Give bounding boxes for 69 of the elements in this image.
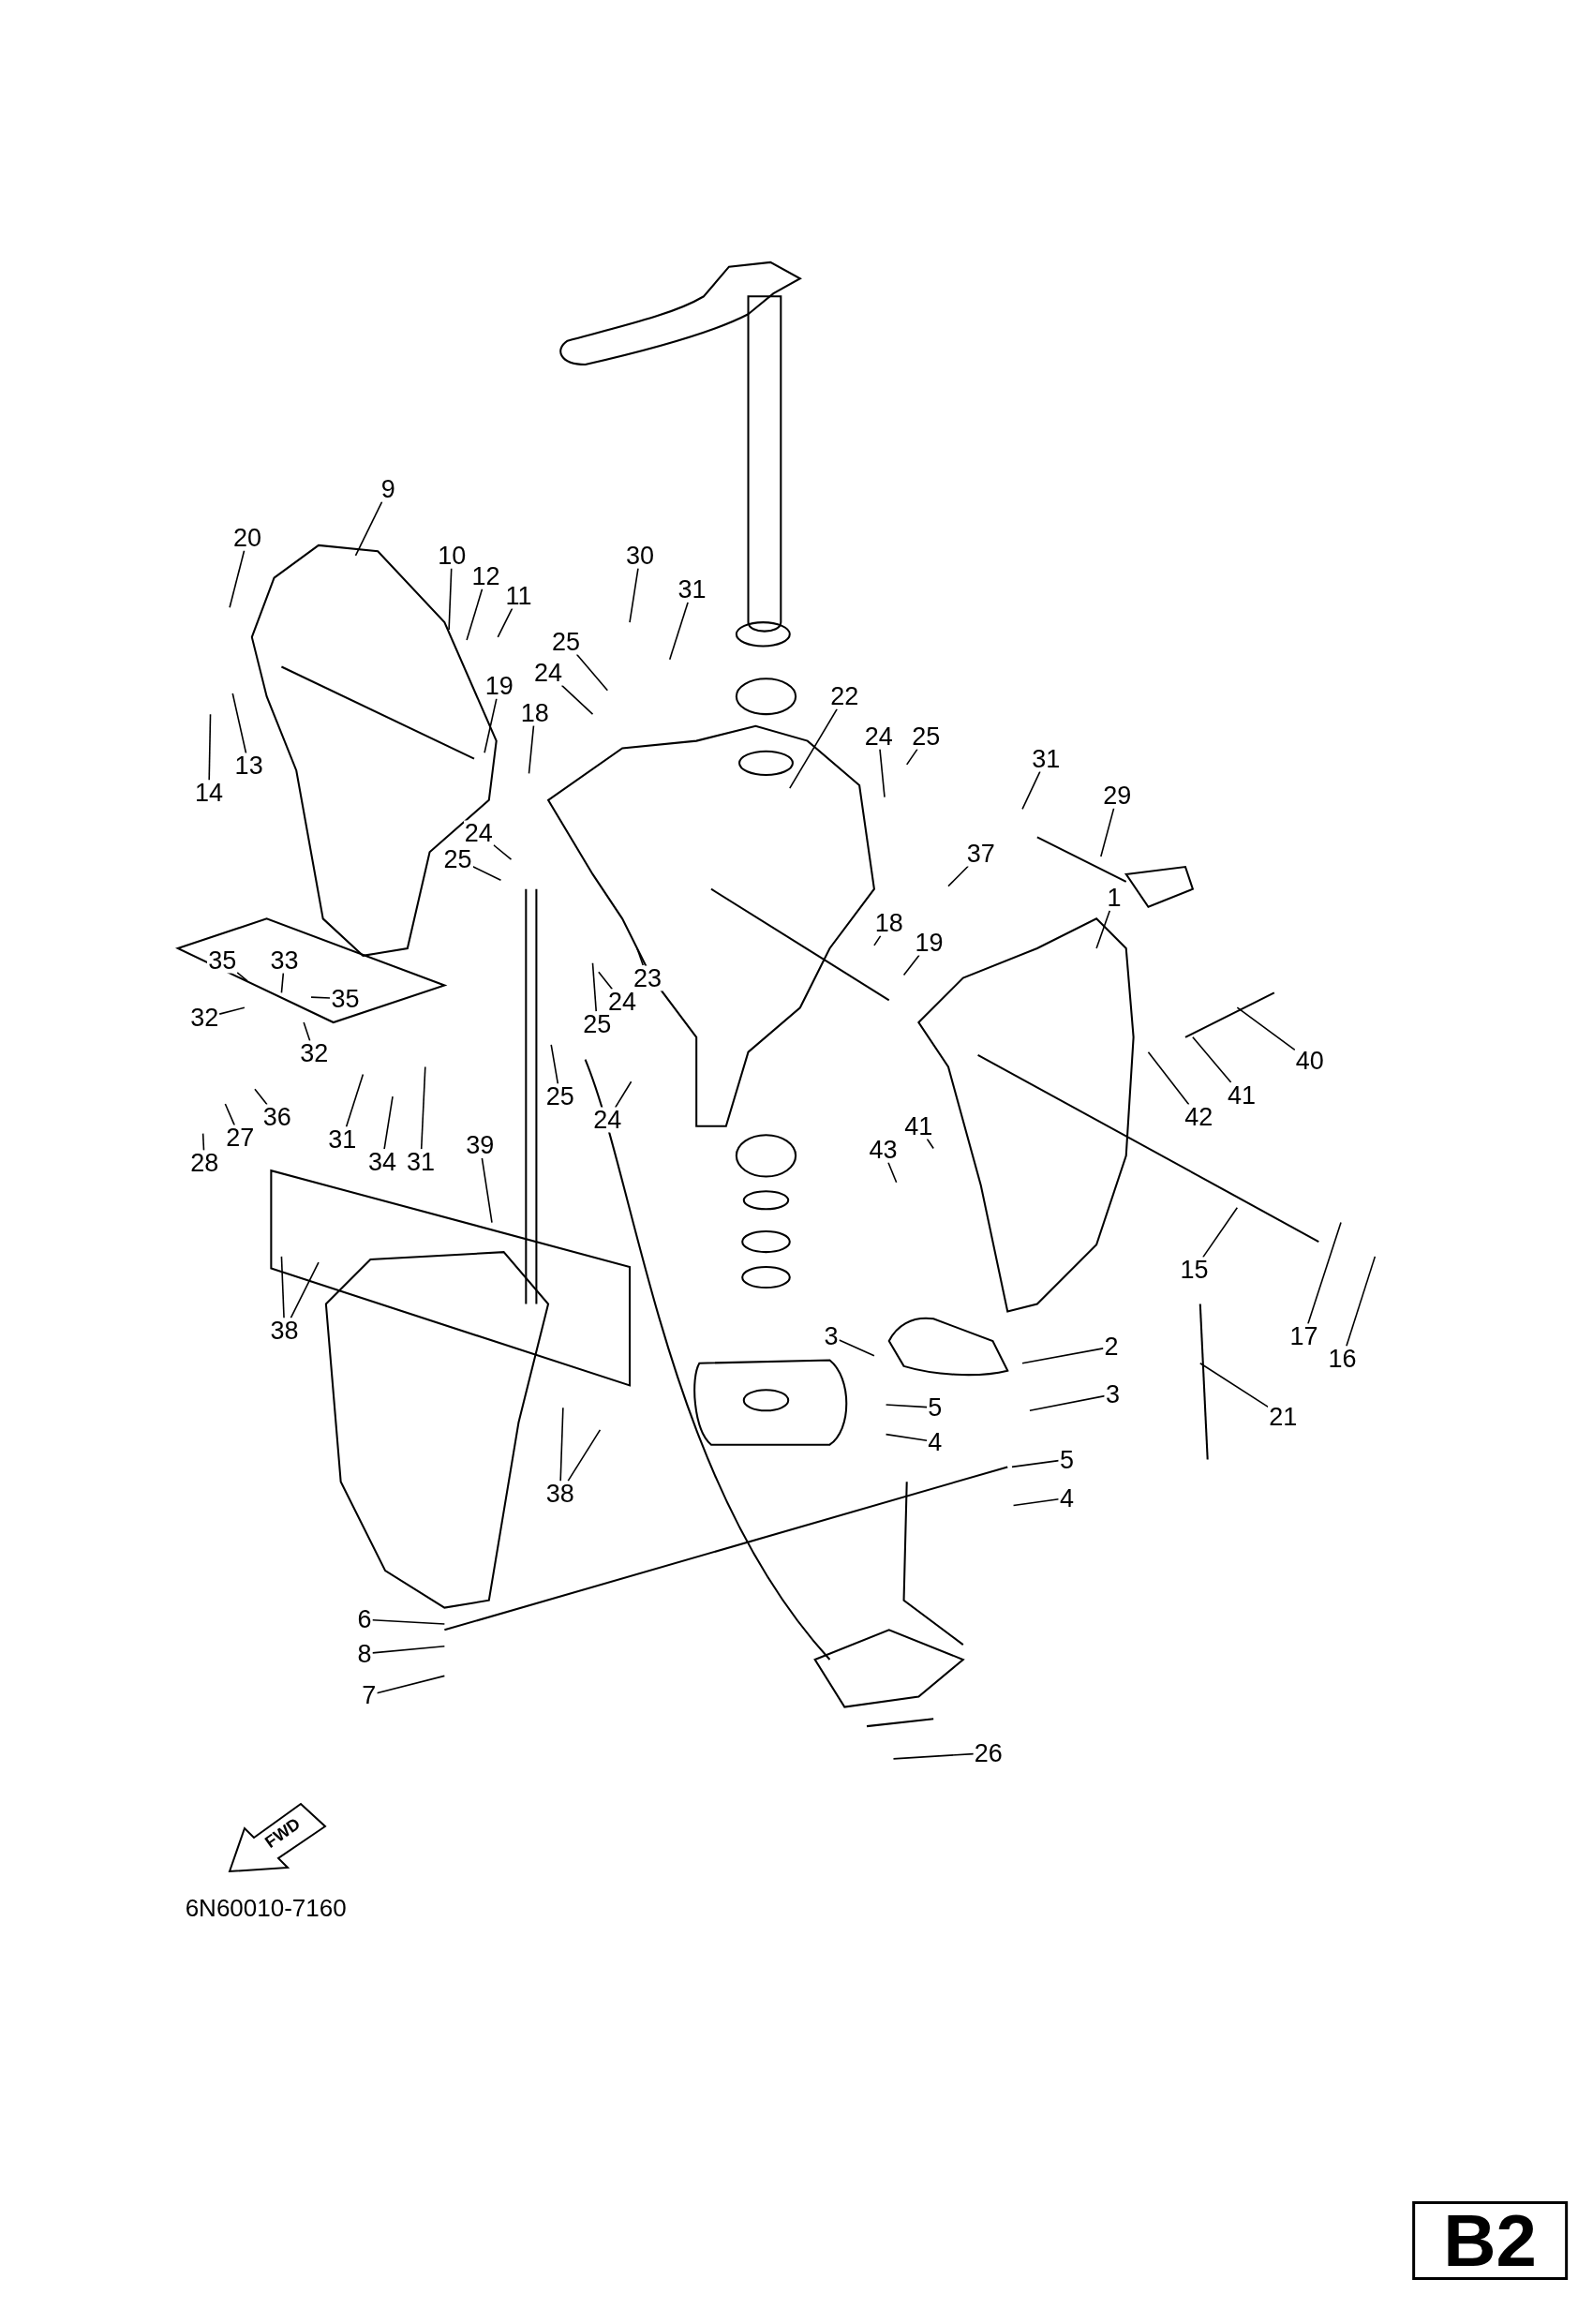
leader-line: [560, 684, 594, 715]
leader-line: [345, 1073, 365, 1128]
callout-number: 24: [592, 1107, 623, 1133]
leader-line: [280, 972, 285, 994]
leader-line: [280, 1256, 285, 1319]
leader-line: [636, 947, 645, 966]
leader-line: [254, 1088, 268, 1106]
leader-line: [448, 567, 453, 631]
leader-line: [550, 1043, 559, 1085]
leader-line: [303, 1021, 311, 1042]
leader-line: [1100, 807, 1115, 857]
leader-line: [905, 748, 918, 766]
leader-line: [947, 865, 970, 887]
leader-line: [892, 1752, 975, 1760]
leader-line: [1029, 1394, 1106, 1412]
leader-line: [492, 843, 513, 860]
leader-line: [887, 1161, 898, 1184]
leader-line: [354, 500, 383, 557]
leader-line: [575, 653, 609, 692]
leader-line: [1346, 1256, 1377, 1348]
leader-line: [885, 1404, 929, 1408]
leader-line: [1202, 1206, 1239, 1259]
page-tag: B2: [1412, 2200, 1568, 2280]
leader-line: [420, 1065, 426, 1150]
leader-line: [1011, 1459, 1060, 1468]
leader-line: [591, 962, 598, 1012]
leader-line: [371, 1645, 446, 1654]
leader-line: [614, 1080, 633, 1109]
leader-line: [838, 1339, 875, 1357]
leader-line: [528, 724, 535, 775]
leader-line: [629, 567, 639, 623]
callout-number: 23: [632, 965, 662, 991]
leader-line: [290, 1261, 320, 1319]
leader-line: [208, 713, 212, 782]
leader-line: [466, 588, 484, 641]
leader-line: [224, 1103, 236, 1126]
leader-line: [471, 866, 502, 882]
leader-line: [1307, 1221, 1342, 1325]
leader-line: [1021, 1348, 1105, 1364]
leader-line: [229, 549, 246, 609]
leader-line: [668, 602, 689, 661]
leader-line: [873, 934, 882, 946]
leader-line: [559, 1407, 564, 1482]
callout-number: 24: [463, 820, 494, 846]
part-number-label: 6N60010-7160: [185, 1893, 347, 1923]
leader-line: [885, 1433, 929, 1442]
leader-line: [383, 1095, 394, 1150]
leader-line: [789, 708, 839, 789]
leader-line: [1192, 1036, 1232, 1083]
leader-line: [1199, 1362, 1270, 1408]
leader-line: [484, 697, 498, 754]
leader-line: [481, 1157, 493, 1224]
leader-line: [1236, 1006, 1296, 1051]
leader-line: [310, 996, 332, 999]
leader-line: [497, 607, 514, 638]
leader-line: [201, 1132, 205, 1152]
leader-line: [902, 954, 920, 976]
leader-line: [218, 1006, 246, 1015]
leader-line: [236, 972, 248, 982]
leader-line: [371, 1618, 446, 1625]
leader-line: [567, 1429, 602, 1482]
leader-line: [231, 693, 247, 754]
leader-line: [879, 748, 886, 798]
leader-line: [376, 1675, 446, 1694]
leader-line: [1012, 1498, 1060, 1507]
leader-line: [1147, 1050, 1190, 1106]
leader-line: [1095, 909, 1111, 949]
leader-line: [598, 971, 614, 991]
leader-line: [1021, 770, 1041, 811]
